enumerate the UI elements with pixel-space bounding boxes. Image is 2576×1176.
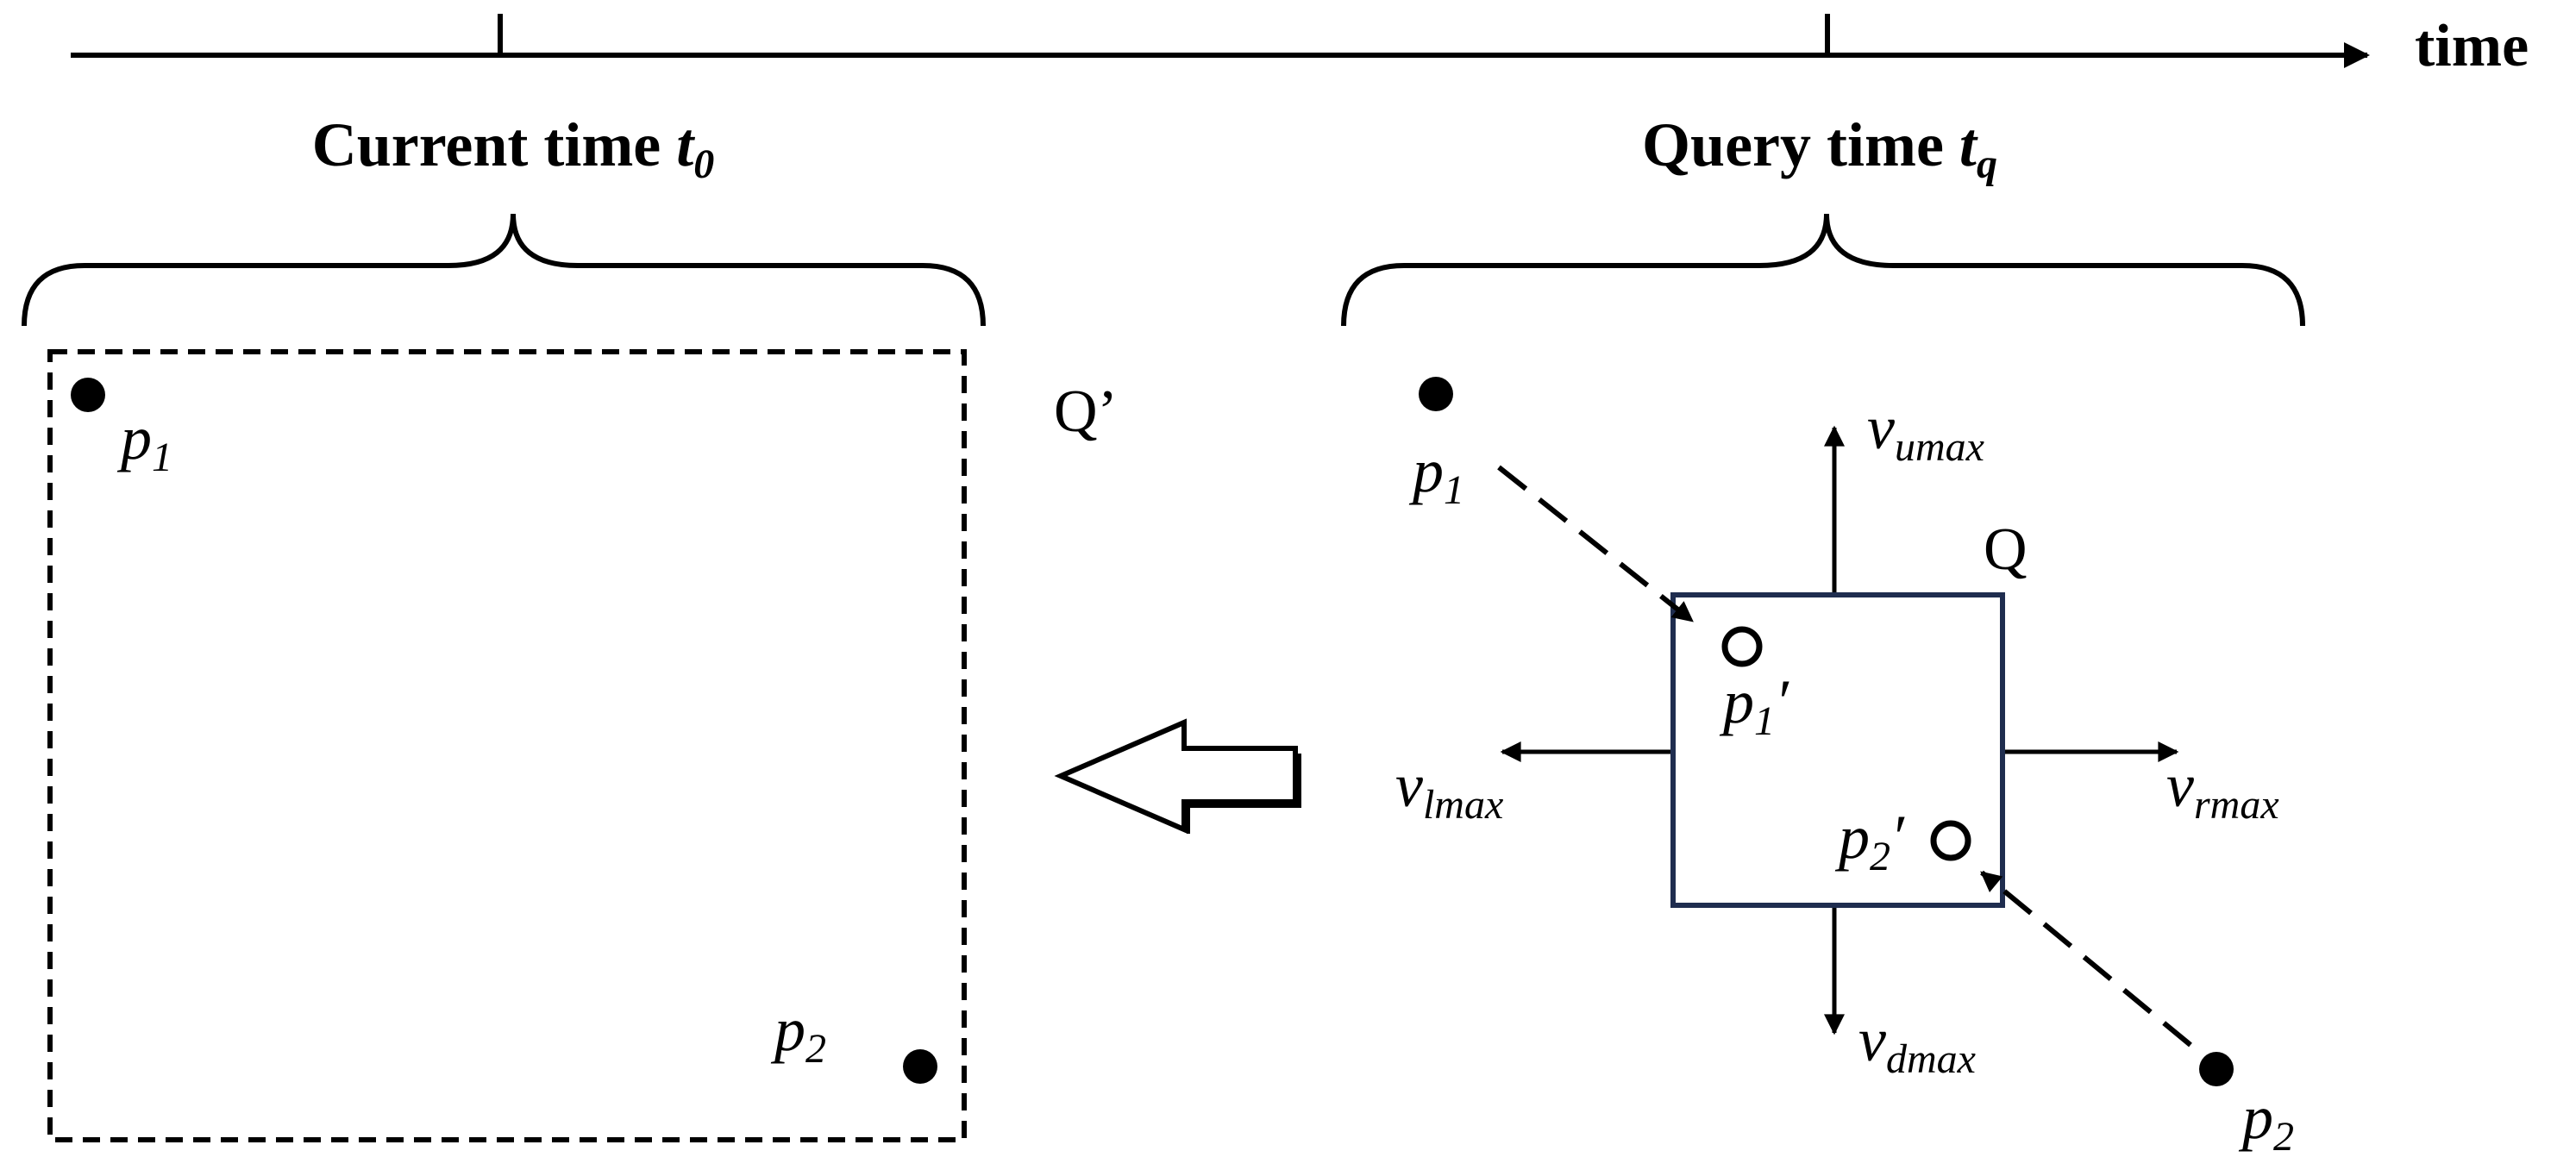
transform-arrow-shadow [1187,754,1301,834]
transform-arrow [1054,718,1298,834]
p1-label: p1 [116,403,172,480]
p2-label: p2 [2238,1083,2294,1160]
p1-trajectory [1497,465,1694,623]
p1-prime-point [1721,626,1763,667]
p2-trajectory [1980,870,2192,1048]
p2-prime-point [1930,820,1971,861]
time-axis-label: time [2415,13,2529,79]
p1-point [1419,377,1453,411]
p1-label: p1 [1408,436,1464,513]
v-left-label: vlmax [1395,751,1503,828]
p2-point [903,1049,937,1084]
p2-point [2199,1052,2234,1086]
current-time-label: Current time t0 [312,110,715,187]
p2-label: p2 [770,995,826,1072]
expanded-query-region [47,349,967,1142]
v-down-label: vdmax [1858,1005,1976,1082]
p1-prime-label: p1′ [1719,667,1789,744]
p2-prime-label: p2′ [1834,803,1905,879]
query-time-brace [1341,213,2305,327]
expanded-query-label: Q’ [1054,378,1118,445]
query-time-label: Query time tq [1642,110,1997,187]
v-right-label: vrmax [2166,751,2279,828]
query-region [1670,592,2005,908]
right-panel: Q vumax vdmax vlmax vrmax p1 p1′ p2 p2′ [1395,377,2294,1160]
p1-point [71,378,105,412]
v-up-label: vumax [1867,393,1984,470]
query-region-label: Q [1984,516,2028,583]
timeline: time Current time t0 Query time tq [22,13,2529,327]
current-time-brace [22,213,986,327]
left-panel: p1 p2 Q’ [47,349,1118,1142]
